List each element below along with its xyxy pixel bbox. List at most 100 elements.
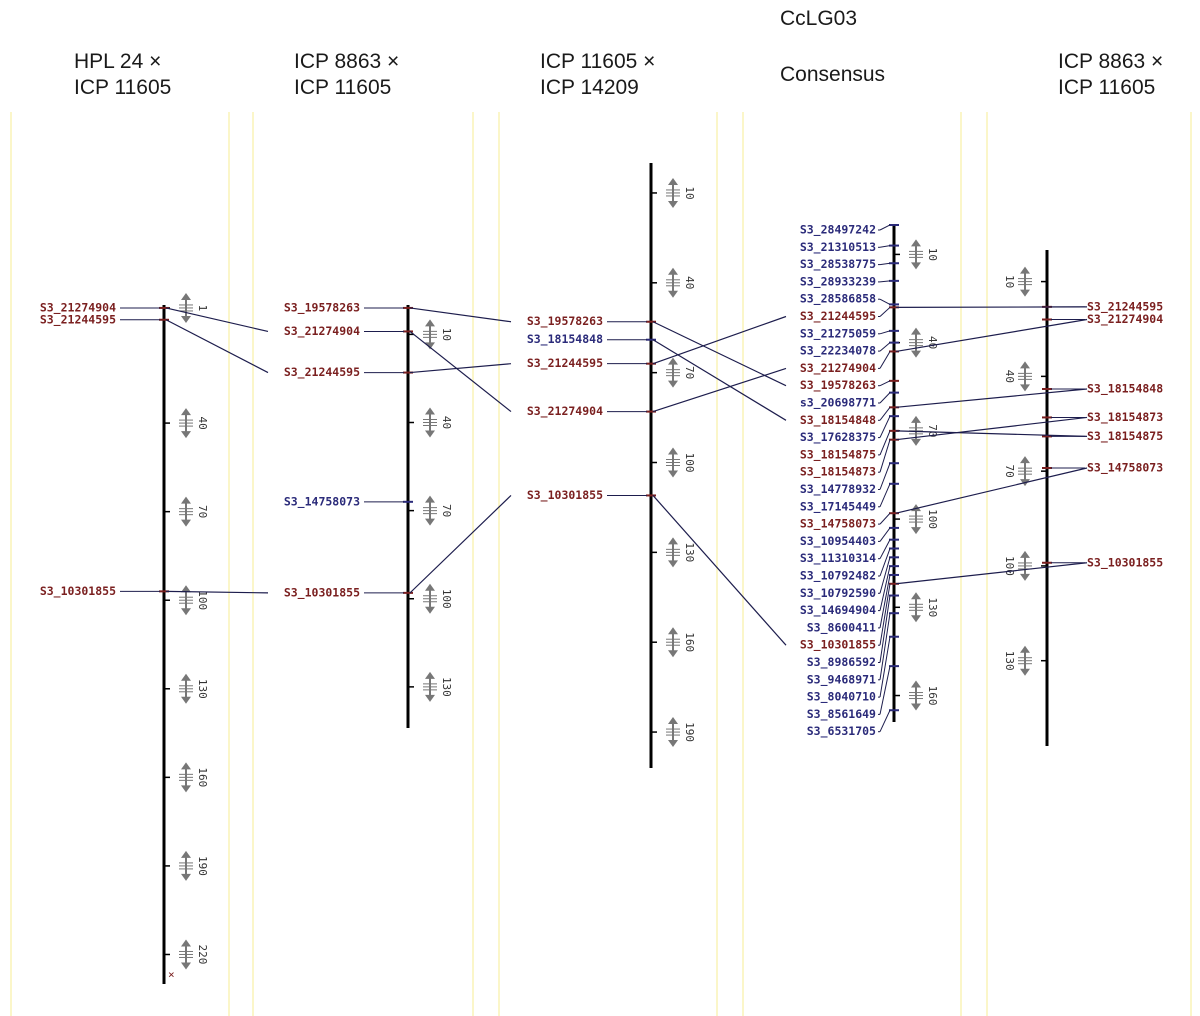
- scale-arrow-up-icon: [1020, 456, 1030, 464]
- scale-tick: 40: [164, 408, 209, 439]
- marker-label: S3_21244595: [800, 309, 876, 324]
- scale-tick: 10: [894, 239, 939, 270]
- scale-tick: 130: [894, 592, 939, 623]
- correspondence-line: [895, 388, 1088, 408]
- marker-leader: [879, 298, 891, 305]
- column-guide: [228, 112, 230, 1016]
- marker-label: S3_21244595: [40, 312, 116, 327]
- marker-leader: [879, 557, 891, 594]
- marker-label: S3_8986592: [807, 655, 876, 670]
- scale-arrow-up-icon: [181, 408, 191, 416]
- scale-tick-label: 1: [196, 305, 209, 312]
- scale-tick-label: 70: [926, 424, 939, 437]
- marker-label: S3_28933239: [800, 274, 876, 289]
- scale-arrow-down-icon: [911, 438, 921, 446]
- marker-label: S3_9468971: [807, 672, 876, 687]
- scale-arrow-up-icon: [668, 447, 678, 455]
- column-guide: [472, 112, 474, 1016]
- scale-tick-label: 190: [683, 722, 696, 742]
- marker-label: S3_21275059: [800, 326, 876, 341]
- marker-label: S3_8561649: [807, 707, 876, 722]
- marker-label: S3_21274904: [1087, 312, 1163, 327]
- scale-tick-label: 220: [196, 945, 209, 965]
- map-consensus: 104070100130160S3_28497242S3_21310513S3_…: [800, 223, 939, 740]
- marker-label: S3_6531705: [807, 724, 876, 739]
- marker-label: S3_21244595: [284, 365, 360, 380]
- marker-label: S3_14694904: [800, 603, 876, 618]
- map-title-line: ICP 11605: [74, 76, 172, 99]
- scale-tick-label: 100: [440, 589, 453, 609]
- scale-tick-label: 100: [683, 453, 696, 473]
- scale-arrow-down-icon: [911, 615, 921, 623]
- map-title-line: Consensus: [780, 63, 886, 86]
- scale-tick: 100: [894, 504, 939, 535]
- scale-tick: 190: [651, 717, 696, 748]
- linkage-group-title: CcLG03: [780, 7, 858, 30]
- column-guide: [960, 112, 962, 1016]
- marker-label: S3_17628375: [800, 430, 876, 445]
- marker-leader: [879, 245, 891, 248]
- marker-label: S3_19578263: [800, 378, 876, 393]
- marker-label: S3_21274904: [40, 300, 116, 315]
- scale-arrow-down-icon: [1020, 289, 1030, 297]
- scale-tick: 70: [1003, 456, 1047, 487]
- marker-leader: [879, 613, 891, 680]
- scale-tick-label: 70: [1003, 465, 1016, 478]
- map-map5: 104070100130S3_21244595S3_21274904S3_181…: [1003, 250, 1163, 746]
- marker-label: S3_18154848: [800, 413, 876, 428]
- marker-leader: [879, 574, 891, 628]
- marker-label: S3_10792482: [800, 569, 876, 584]
- marker-leader: [879, 224, 891, 231]
- scale-tick: 40: [651, 267, 696, 298]
- scale-tick-label: 160: [926, 686, 939, 706]
- marker-label: S3_22234078: [800, 344, 876, 359]
- marker-label: S3_10301855: [1087, 555, 1163, 570]
- marker-leader: [879, 666, 891, 715]
- scale-arrow-up-icon: [181, 762, 191, 770]
- scale-arrow-down-icon: [181, 696, 191, 704]
- scale-tick: 100: [651, 447, 696, 478]
- scale-arrow-up-icon: [1020, 266, 1030, 274]
- scale-tick-label: 160: [683, 632, 696, 652]
- scale-tick: 10: [1003, 266, 1047, 297]
- correspondence-line: [409, 363, 512, 374]
- scale-arrow-down-icon: [1020, 384, 1030, 392]
- scale-arrow-down-icon: [668, 560, 678, 568]
- correspondence-line: [895, 562, 1088, 585]
- scale-tick-label: 40: [1003, 370, 1016, 383]
- scale-arrow-up-icon: [911, 327, 921, 335]
- column-guide: [986, 112, 988, 1016]
- correspondence-line: [895, 467, 1088, 514]
- scale-tick: 70: [164, 496, 209, 527]
- scale-tick-label: 70: [440, 504, 453, 517]
- map-title-line: ICP 11605 ×: [540, 50, 656, 73]
- correspondence-line: [895, 318, 1088, 353]
- scale-tick-label: 10: [683, 186, 696, 199]
- scale-tick-label: 190: [196, 856, 209, 876]
- correspondence-line: [895, 416, 1088, 441]
- column-guide: [252, 112, 254, 1016]
- marker-label: S3_18154848: [527, 332, 603, 347]
- marker-label: S3_21274904: [800, 361, 876, 376]
- scale-arrow-down-icon: [181, 519, 191, 527]
- marker-leader: [879, 430, 891, 456]
- correspondence-line: [652, 495, 787, 646]
- marker-label: S3_10954403: [800, 534, 876, 549]
- marker-label: S3_18154873: [800, 465, 876, 480]
- marker-leader: [879, 342, 891, 352]
- scale-tick-label: 130: [926, 597, 939, 617]
- scale-tick-label: 40: [926, 336, 939, 349]
- scale-tick: 70: [408, 495, 453, 526]
- marker-leader: [879, 527, 891, 542]
- column-guide: [716, 112, 718, 1016]
- marker-leader: [879, 595, 891, 663]
- scale-arrow-down-icon: [668, 470, 678, 478]
- scale-arrow-up-icon: [668, 537, 678, 545]
- scale-tick: 70: [651, 357, 696, 388]
- map-title-line: ICP 14209: [540, 76, 639, 99]
- marker-leader: [879, 439, 891, 473]
- scale-arrow-up-icon: [181, 939, 191, 947]
- scale-arrow-up-icon: [425, 583, 435, 591]
- scale-arrow-down-icon: [668, 650, 678, 658]
- scale-arrow-up-icon: [911, 415, 921, 423]
